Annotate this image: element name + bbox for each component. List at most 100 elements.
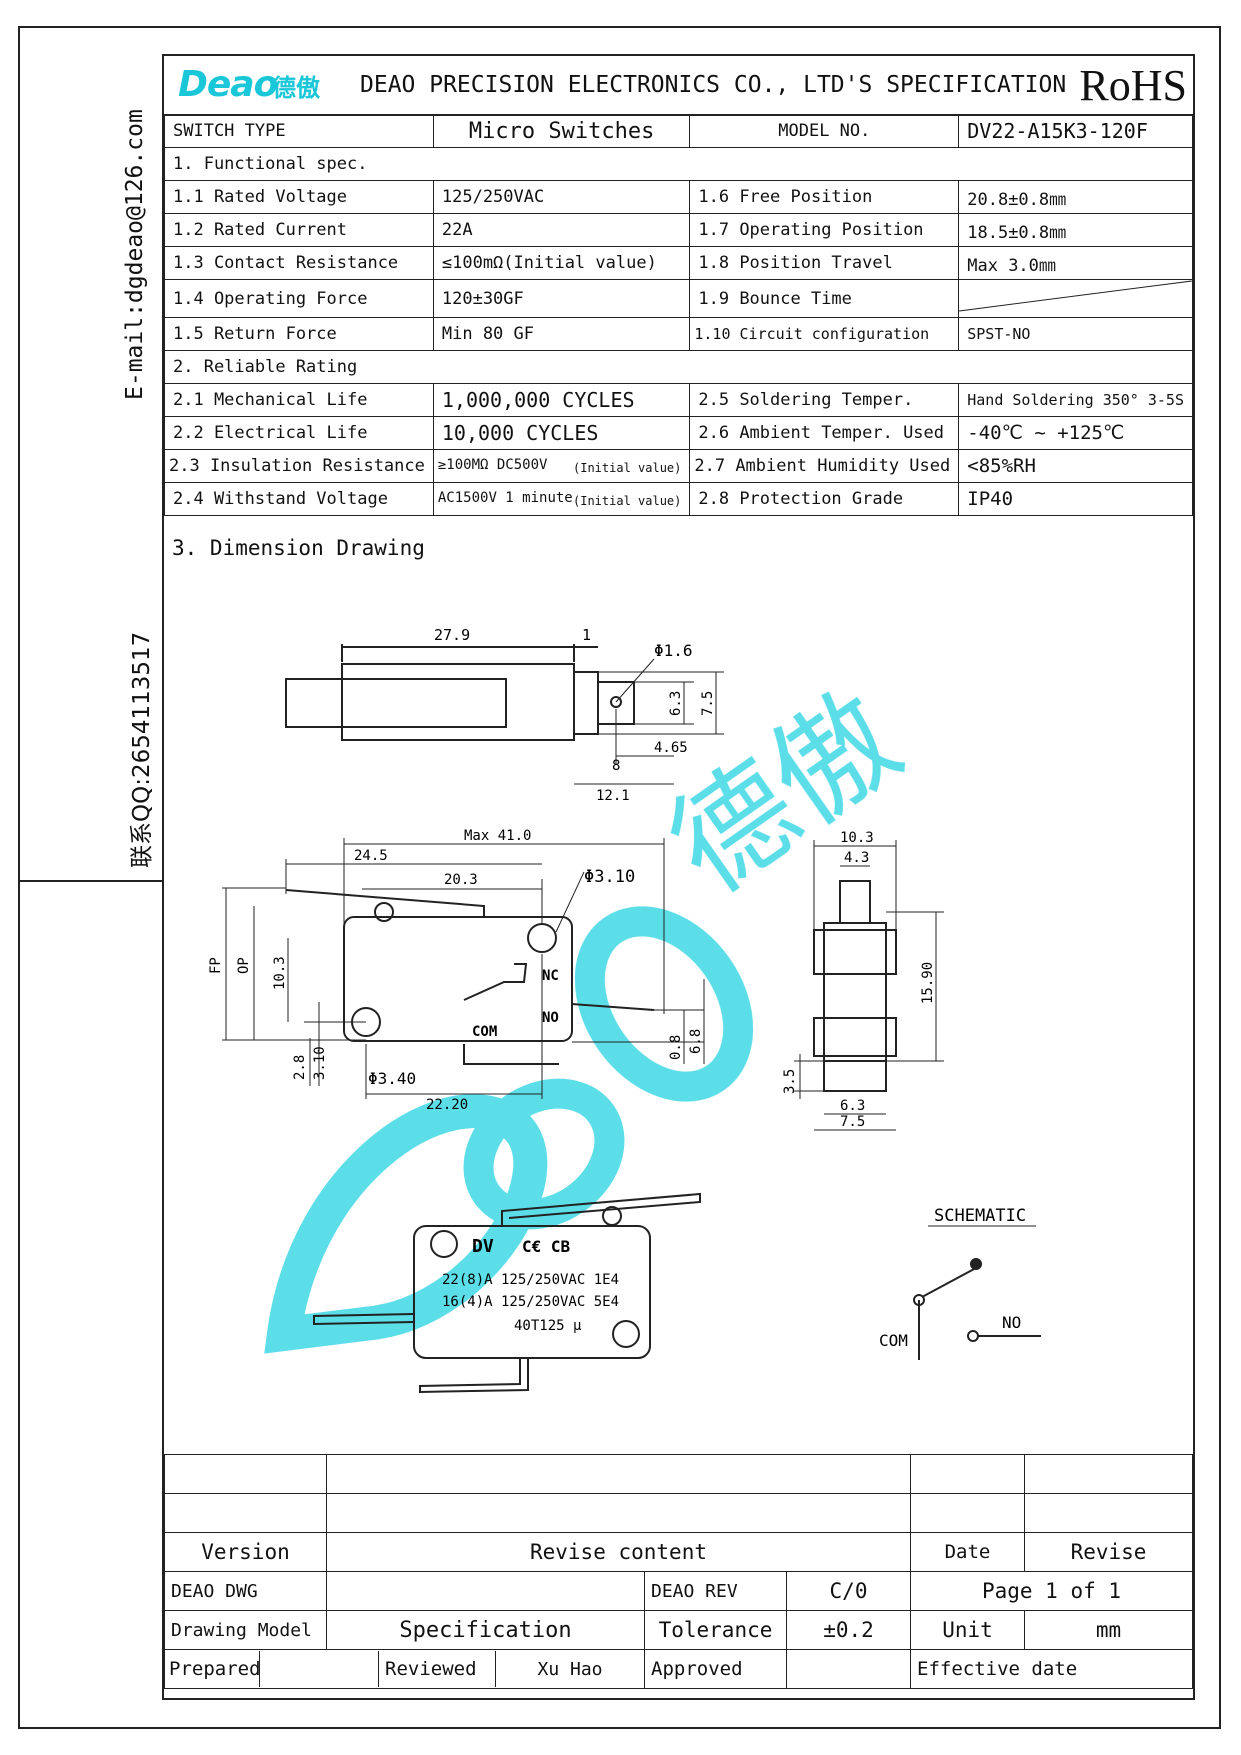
title-block: Version Revise content Date Revise DEAO … [164, 1454, 1193, 1689]
spec-label: 1.9 Bounce Time [689, 279, 960, 318]
schematic-no: NO [1002, 1313, 1021, 1332]
watermark-cn: 德傲 [647, 669, 923, 921]
switch-type-value: Micro Switches [432, 114, 691, 148]
terminal-label: NC [542, 968, 559, 984]
spec-label: 2.3 Insulation Resistance [164, 449, 434, 483]
drawing-canvas: 德傲 [208, 626, 1041, 1394]
product-marks: C€ CB [522, 1237, 571, 1256]
spec-value: AC1500V 1 minute (Initial value) [432, 482, 691, 516]
unit-value: mm [1024, 1610, 1193, 1650]
sidebar-email: E-mail:dgdeao@126.com [122, 109, 148, 400]
schematic-diagram [913, 1225, 1041, 1360]
spec-value: 18.5±0.8㎜ [958, 213, 1193, 247]
brand-logo: Deao [178, 64, 278, 105]
reliable-title: 2. Reliable Rating [164, 350, 1193, 384]
spec-value: ≥100MΩ DC500V (Initial value) [432, 449, 691, 483]
dim-label: 7.5 [700, 691, 716, 716]
spec-value: 1,000,000 CYCLES [432, 383, 691, 417]
dim-label: 2.8 [292, 1055, 308, 1080]
dim-label: 24.5 [354, 848, 388, 864]
page-title: DEAO PRECISION ELECTRONICS CO., LTD'S SP… [360, 72, 1067, 98]
dim-label: 6.3 [668, 691, 684, 716]
table-row: 2.1 Mechanical Life 1,000,000 CYCLES 2.5… [164, 383, 1193, 417]
bounce-time-cell [958, 279, 1193, 318]
reviewer-name: Xu Hao [537, 1658, 603, 1680]
page-number: Page 1 of 1 [910, 1571, 1193, 1611]
spec-value: 125/250VAC [432, 180, 691, 214]
dimension-drawing: 3. Dimension Drawing 德傲 [164, 534, 1193, 1454]
functional-title: 1. Functional spec. [164, 147, 1193, 181]
table-row: 1.2 Rated Current 22A 1.7 Operating Posi… [164, 213, 1193, 247]
dim-label: 3.10 [312, 1046, 328, 1080]
side-view [794, 840, 944, 1131]
spec-label: 1.1 Rated Voltage [164, 180, 434, 214]
dim-label: 3.5 [782, 1069, 798, 1094]
dim-label: 0.8 [668, 1035, 684, 1060]
spec-label: 1.8 Position Travel [689, 246, 960, 280]
dim-label: 15.90 [920, 962, 936, 1004]
spec-sheet: Deao 德傲 DEAO PRECISION ELECTRONICS CO., … [162, 54, 1195, 1700]
front-view [222, 838, 705, 1099]
spec-value: Max 3.0㎜ [958, 246, 1193, 280]
rohs-mark: RoHS [1079, 61, 1187, 110]
table-row: 1.1 Rated Voltage 125/250VAC 1.6 Free Po… [164, 180, 1193, 214]
spec-label: 2.2 Electrical Life [164, 416, 434, 450]
dim-label: 6.3 [840, 1098, 865, 1114]
deao-dwg-value [326, 1571, 645, 1611]
approved-label: Approved [644, 1649, 787, 1689]
revision-cell [164, 1454, 327, 1494]
deao-dwg-label: DEAO DWG [164, 1571, 327, 1611]
signature-row: Prepared Reviewed Xu Hao [164, 1649, 645, 1689]
product-brand: DV [472, 1236, 494, 1257]
spec-value: <85%RH [958, 449, 1193, 483]
spec-label: 1.7 Operating Position [689, 213, 960, 247]
table-row: 1.5 Return Force Min 80 GF 1.10 Circuit … [164, 317, 1193, 351]
table-row: 2.2 Electrical Life 10,000 CYCLES 2.6 Am… [164, 416, 1193, 450]
dim-label: 4.3 [844, 850, 869, 866]
spec-label: 1.10 Circuit configuration [689, 317, 960, 351]
spec-label: 1.6 Free Position [689, 180, 960, 214]
watermark-logo: 德傲 [264, 669, 923, 1354]
table-row: 2.3 Insulation Resistance ≥100MΩ DC500V … [164, 449, 1193, 483]
dim-label: 1 [582, 626, 591, 644]
date-header: Date [910, 1532, 1025, 1572]
spec-value: 120±30GF [432, 279, 691, 318]
unit-label: Unit [910, 1610, 1025, 1650]
brand-logo-cn: 德傲 [272, 74, 320, 102]
tolerance-label: Tolerance [644, 1610, 787, 1650]
drawing-model-label: Drawing Model [164, 1610, 327, 1650]
revise-header: Revise [1024, 1532, 1193, 1572]
header: Deao 德傲 DEAO PRECISION ELECTRONICS CO., … [164, 56, 1193, 116]
spec-value: 22A [432, 213, 691, 247]
spec-value: IP40 [958, 482, 1193, 516]
spec-value: ≤100mΩ(Initial value) [432, 246, 691, 280]
spec-value: -40℃ ~ +125℃ [958, 416, 1193, 450]
sidebar-divider [18, 880, 162, 882]
spec-label: 2.4 Withstand Voltage [164, 482, 434, 516]
spec-value-note: (Initial value) [573, 494, 682, 508]
spec-value: Min 80 GF [432, 317, 691, 351]
tolerance-value: ±0.2 [786, 1610, 911, 1650]
drawing-model-value: Specification [326, 1610, 645, 1650]
terminal-label: COM [472, 1024, 497, 1040]
dim-label: 22.20 [426, 1097, 468, 1113]
top-view [285, 644, 724, 785]
spec-label: 2.6 Ambient Temper. Used [689, 416, 960, 450]
product-rating-1: 22(8)A 125/250VAC 1E4 [442, 1272, 619, 1288]
product-rating-3: 40T125 μ [514, 1318, 582, 1334]
spec-label: 1.2 Rated Current [164, 213, 434, 247]
product-rating-2: 16(4)A 125/250VAC 5E4 [442, 1294, 619, 1310]
schematic-title: SCHEMATIC [934, 1206, 1026, 1226]
prepared-label: Prepared [165, 1651, 261, 1687]
schematic-com: COM [879, 1331, 908, 1350]
spec-label: 2.5 Soldering Temper. [689, 383, 960, 417]
dim-label: FP [208, 957, 224, 974]
product-illustration [313, 1192, 701, 1394]
spec-label: 1.4 Operating Force [164, 279, 434, 318]
spec-value: 10,000 CYCLES [432, 416, 691, 450]
dim-label: Φ1.6 [654, 641, 693, 660]
table-row: 2.4 Withstand Voltage AC1500V 1 minute (… [164, 482, 1193, 516]
reviewed-label: Reviewed [379, 1651, 496, 1687]
dim-label: 6.8 [688, 1029, 704, 1054]
revision-cell [910, 1493, 1025, 1533]
